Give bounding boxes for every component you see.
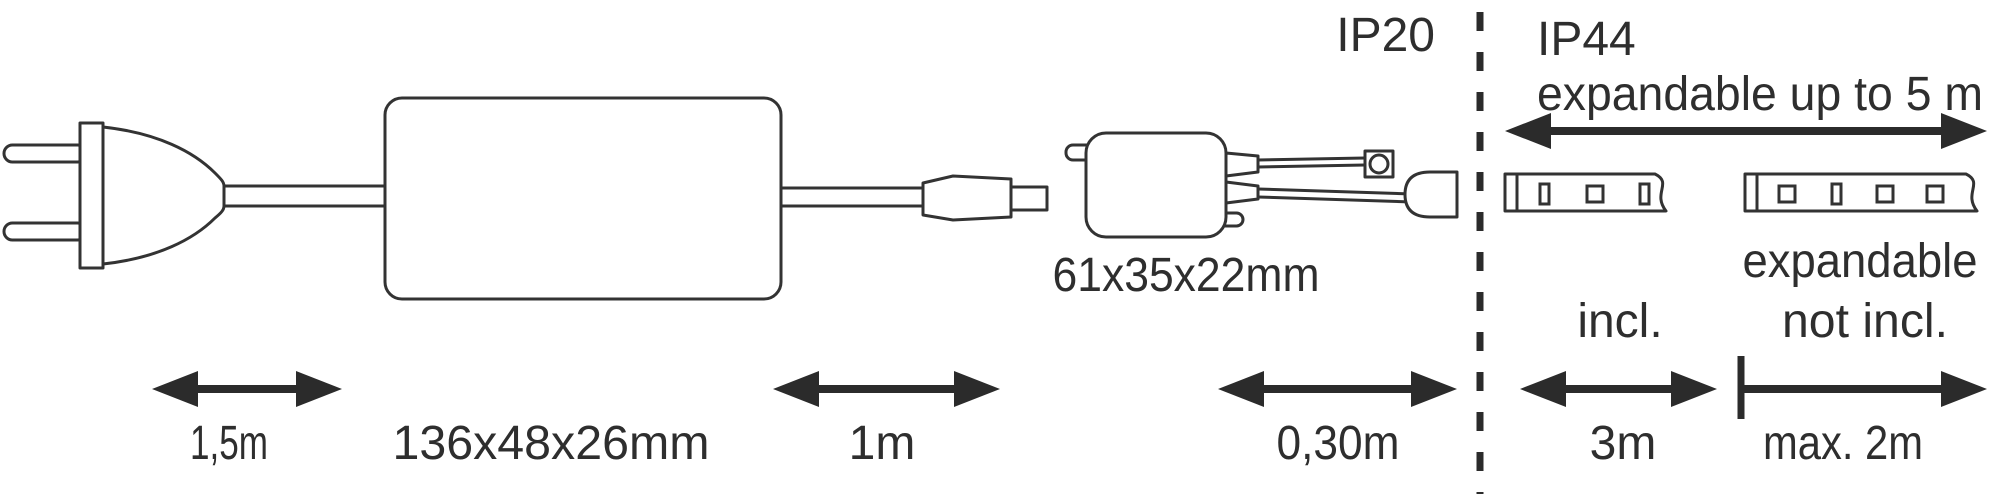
led-strip-1-resistor-2 <box>1638 182 1651 206</box>
ip44-label: IP44 <box>1537 13 1636 66</box>
led-strip-included-drawing <box>1503 172 1668 213</box>
dim-power-cord-label: 1,5m <box>190 417 268 470</box>
controller-output-top <box>1224 151 1260 178</box>
arrow-head-right-icon <box>1941 113 1987 149</box>
ip20-label: IP20 <box>1336 9 1435 62</box>
led-strip-2-led-3 <box>1925 184 1945 204</box>
power-plug-drawing <box>2 121 226 270</box>
expandable-range-label: expandable up to 5 m <box>1537 68 1983 121</box>
arrow-head-right-icon <box>296 371 342 407</box>
led-strip-2-led <box>1777 184 1797 204</box>
dim-driver-box-label: 136x48x26mm <box>393 417 710 470</box>
dim-cable-1m-label: 1m <box>849 417 916 470</box>
inline-switch-button <box>1368 153 1390 175</box>
dc-connector-body <box>921 174 1013 222</box>
dimension-arrow-cable-1m <box>773 371 1000 407</box>
strip-expandable-label-line1: expandable <box>1743 235 1978 288</box>
led-strip-1-resistor <box>1538 182 1551 206</box>
power-cord-drawing <box>224 184 385 208</box>
driver-box-drawing <box>383 96 783 301</box>
arrow-head-right-icon <box>1411 371 1457 407</box>
plug-prong-top <box>2 143 88 164</box>
plug-prong-bottom <box>2 221 88 242</box>
arrow-head-right-icon <box>1671 371 1717 407</box>
led-strip-2-resistor <box>1830 182 1843 206</box>
controller-output-bottom <box>1224 180 1260 205</box>
strip-expandable-label-line2: not incl. <box>1782 295 1948 348</box>
strip-included-label: incl. <box>1577 295 1662 348</box>
controller-drawing <box>1064 131 1459 239</box>
arrow-head-left-icon <box>152 371 198 407</box>
controller-body <box>1084 131 1228 239</box>
driver-output-cable-drawing <box>781 186 923 208</box>
controller-cable-bottom <box>1257 187 1413 204</box>
dimension-arrow-controller-cable <box>1218 371 1457 407</box>
led-strip-1-led <box>1585 184 1605 204</box>
plug-face <box>78 121 105 270</box>
arrow-head-left-icon <box>773 371 819 407</box>
arrow-head-left-icon <box>1520 371 1566 407</box>
led-strip-expandable-drawing <box>1743 172 1979 213</box>
controller-cable-top <box>1257 156 1366 169</box>
dimension-arrow-max-2m <box>1737 356 1987 419</box>
arrow-head-left-icon <box>1218 371 1264 407</box>
dc-connector-tip <box>1009 185 1049 212</box>
controller-dimensions-label: 61x35x22mm <box>1053 249 1320 302</box>
plug-body <box>101 125 226 266</box>
dimension-arrow-expandable-5m <box>1505 113 1987 149</box>
dim-strip-3m-label: 3m <box>1590 417 1657 470</box>
arrow-head-left-icon <box>1505 113 1551 149</box>
arrow-head-right-icon <box>954 371 1000 407</box>
strip-connector-cap <box>1403 170 1459 219</box>
led-strip-2-led-2 <box>1875 184 1895 204</box>
dc-connector-drawing <box>921 174 1049 222</box>
dim-controller-cable-label: 0,30m <box>1277 417 1400 470</box>
arrow-head-right-icon <box>1941 371 1987 407</box>
dimension-arrow-strip-3m <box>1520 371 1717 407</box>
dimension-arrow-power-cord <box>152 371 342 407</box>
led-strip-2-outline <box>1743 172 1979 213</box>
dim-strip-max-2m-label: max. 2m <box>1763 417 1923 470</box>
